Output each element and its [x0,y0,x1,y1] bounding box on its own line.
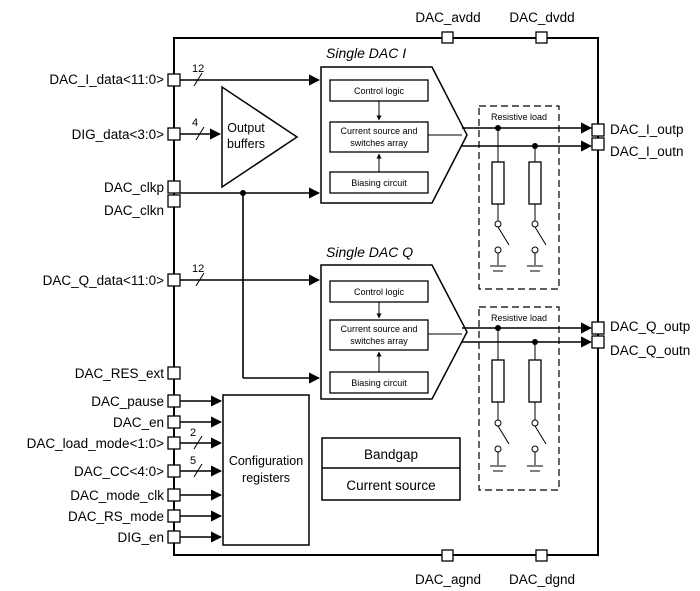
label-clkp: DAC_clkp [104,180,164,195]
label-cc: DAC_CC<4:0> [74,464,164,479]
dac-q-block: Single DAC Q Control logic Current sourc… [320,244,468,400]
label-mode-clk: DAC_mode_clk [70,488,164,503]
pin-res-ext[interactable] [167,366,181,380]
output-buffers-block: Output buffers [221,85,299,189]
label-q-outp: DAC_Q_outp [610,319,690,334]
bus-width-dig-data: 4 [192,117,198,129]
pin-clkn[interactable] [167,194,181,208]
pin-q-outp[interactable] [591,321,605,335]
label-res-ext: DAC_RES_ext [75,366,165,381]
label-i-outp: DAC_I_outp [610,122,684,137]
configuration-registers-box [222,394,310,546]
bus-width-q-data: 12 [192,263,204,275]
bus-width-cc: 5 [190,455,196,467]
resistive-load-q-frame [478,306,560,491]
pin-rs-mode[interactable] [167,509,181,523]
pin-dgnd[interactable] [535,549,548,562]
label-clkn: DAC_clkn [104,203,164,218]
dac-q-current-label-2: switches array [350,336,408,346]
label-load-mode: DAC_load_mode<1:0> [27,436,164,451]
bus-width-load-mode: 2 [190,427,196,439]
configuration-registers-block: Configuration registers [222,394,310,546]
pin-dvdd[interactable] [535,31,548,44]
pin-avdd[interactable] [441,31,454,44]
label-en: DAC_en [113,415,164,430]
pin-dig-data[interactable] [167,127,181,141]
pin-load-mode[interactable] [167,436,181,450]
dac-q-biasing-label: Biasing circuit [351,378,407,388]
pin-cc[interactable] [167,464,181,478]
resistive-load-i: Resistive load [478,105,560,290]
dac-q-current-source [329,319,429,351]
label-avdd: DAC_avdd [415,10,480,25]
bandgap-box [321,437,461,501]
output-pins: DAC_I_outp DAC_I_outn DAC_Q_outp DAC_Q_o… [591,122,690,358]
pin-q-data[interactable] [167,273,181,287]
pin-i-data[interactable] [167,73,181,87]
input-pins: DAC_I_data<11:0> DIG_data<3:0> DAC_clkp … [27,72,181,545]
label-dig-data: DIG_data<3:0> [72,127,164,142]
label-dig-en: DIG_en [117,530,164,545]
resistive-load-q: Resistive load [478,306,560,491]
pin-clkp[interactable] [167,180,181,194]
dac-i-block: Single DAC I Control logic Current sourc… [320,45,468,204]
config-label-2: registers [242,471,290,485]
pin-pause[interactable] [167,394,181,408]
label-q-data: DAC_Q_data<11:0> [43,273,164,288]
label-dgnd: DAC_dgnd [509,572,575,587]
resistive-load-q-label: Resistive load [491,313,547,323]
output-buffer-triangle [221,85,299,189]
pin-i-outp[interactable] [591,123,605,137]
resistive-load-i-frame [478,105,560,290]
current-source-label: Current source [346,478,435,493]
resistive-load-i-label: Resistive load [491,112,547,122]
label-i-outn: DAC_I_outn [610,144,684,159]
wires: 12 4 12 2 5 [180,63,593,543]
dac-i-control-label: Control logic [354,86,405,96]
pin-i-outn[interactable] [591,137,605,151]
label-q-outn: DAC_Q_outn [610,343,690,358]
label-pause: DAC_pause [91,394,164,409]
config-label-1: Configuration [229,454,303,468]
label-dvdd: DAC_dvdd [509,10,574,25]
bandgap-label: Bandgap [364,447,418,462]
output-buffers-label-1: Output [227,121,265,135]
bandgap-block: Bandgap Current source [321,437,461,501]
dac-i-current-label-1: Current source and [340,126,417,136]
output-buffers-label-2: buffers [227,137,265,151]
supply-pins: DAC_avdd DAC_dvdd DAC_agnd DAC_dgnd [415,10,575,587]
label-i-data: DAC_I_data<11:0> [49,72,164,87]
label-rs-mode: DAC_RS_mode [68,509,164,524]
pin-dig-en[interactable] [167,530,181,544]
bus-width-i-data: 12 [192,63,204,75]
dac-q-current-label-1: Current source and [340,324,417,334]
label-agnd: DAC_agnd [415,572,481,587]
pin-mode-clk[interactable] [167,488,181,502]
dac-i-title: Single DAC I [326,45,406,61]
dac-i-current-label-2: switches array [350,138,408,148]
dac-i-current-source [329,121,429,153]
dac-q-control-label: Control logic [354,287,405,297]
dac-q-title: Single DAC Q [326,244,413,260]
pin-q-outn[interactable] [591,335,605,349]
pin-en[interactable] [167,415,181,429]
pin-agnd[interactable] [441,549,454,562]
chip-boundary [173,37,599,556]
dac-i-biasing-label: Biasing circuit [351,178,407,188]
